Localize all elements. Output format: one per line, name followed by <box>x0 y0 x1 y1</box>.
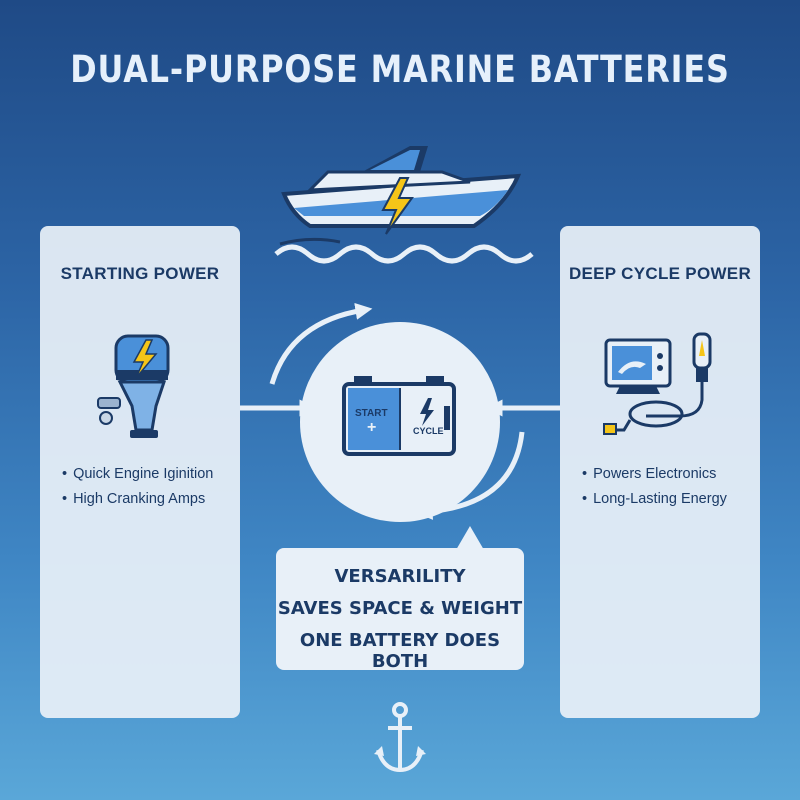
speedboat-icon <box>274 146 534 264</box>
callout-line: SAVES SPACE & WEIGHT <box>277 598 523 619</box>
starting-power-bullets: •Quick Engine Iginition •High Cranking A… <box>62 462 213 512</box>
deep-cycle-power-bullets: •Powers Electronics •Long-Lasting Energy <box>582 462 727 512</box>
list-item: •Long-Lasting Energy <box>582 491 727 507</box>
callout-line: ONE BATTERY DOES BOTH <box>299 630 501 672</box>
lightning-icon <box>381 177 414 235</box>
list-item: •High Cranking Amps <box>62 491 206 507</box>
electronics-icon <box>603 332 712 435</box>
lightning-icon <box>420 398 434 426</box>
battery-cycle-label: CYCLE <box>413 426 444 436</box>
lightning-icon <box>132 339 158 379</box>
battery-icon <box>342 376 456 456</box>
battery-start-label: START <box>355 408 388 419</box>
callout-line: VERSARILITY <box>334 566 466 587</box>
battery-plus-label: + <box>367 419 377 436</box>
list-item: •Quick Engine Iginition <box>62 466 214 482</box>
outboard-motor-icon <box>97 334 170 438</box>
fish-finder-icon <box>618 361 646 374</box>
coiled-cable-icon <box>628 400 684 428</box>
curved-arrow-top <box>269 302 373 385</box>
versatility-callout: VERSARILITY SAVES SPACE & WEIGHT ONE BAT… <box>276 548 524 672</box>
callout-tail <box>456 526 484 550</box>
deep-cycle-power-title: DEEP CYCLE POWER <box>568 264 752 283</box>
anchor-icon <box>374 702 426 773</box>
starting-power-title: STARTING POWER <box>60 264 220 283</box>
deep-cycle-power-panel: DEEP CYCLE POWER •Powers Electronics •Lo… <box>560 226 760 718</box>
list-item: •Powers Electronics <box>582 466 717 482</box>
starting-power-panel: STARTING POWER •Quick Engine Iginition •… <box>40 226 240 718</box>
page-title: DUAL-PURPOSE MARINE BATTERIES <box>70 48 730 91</box>
